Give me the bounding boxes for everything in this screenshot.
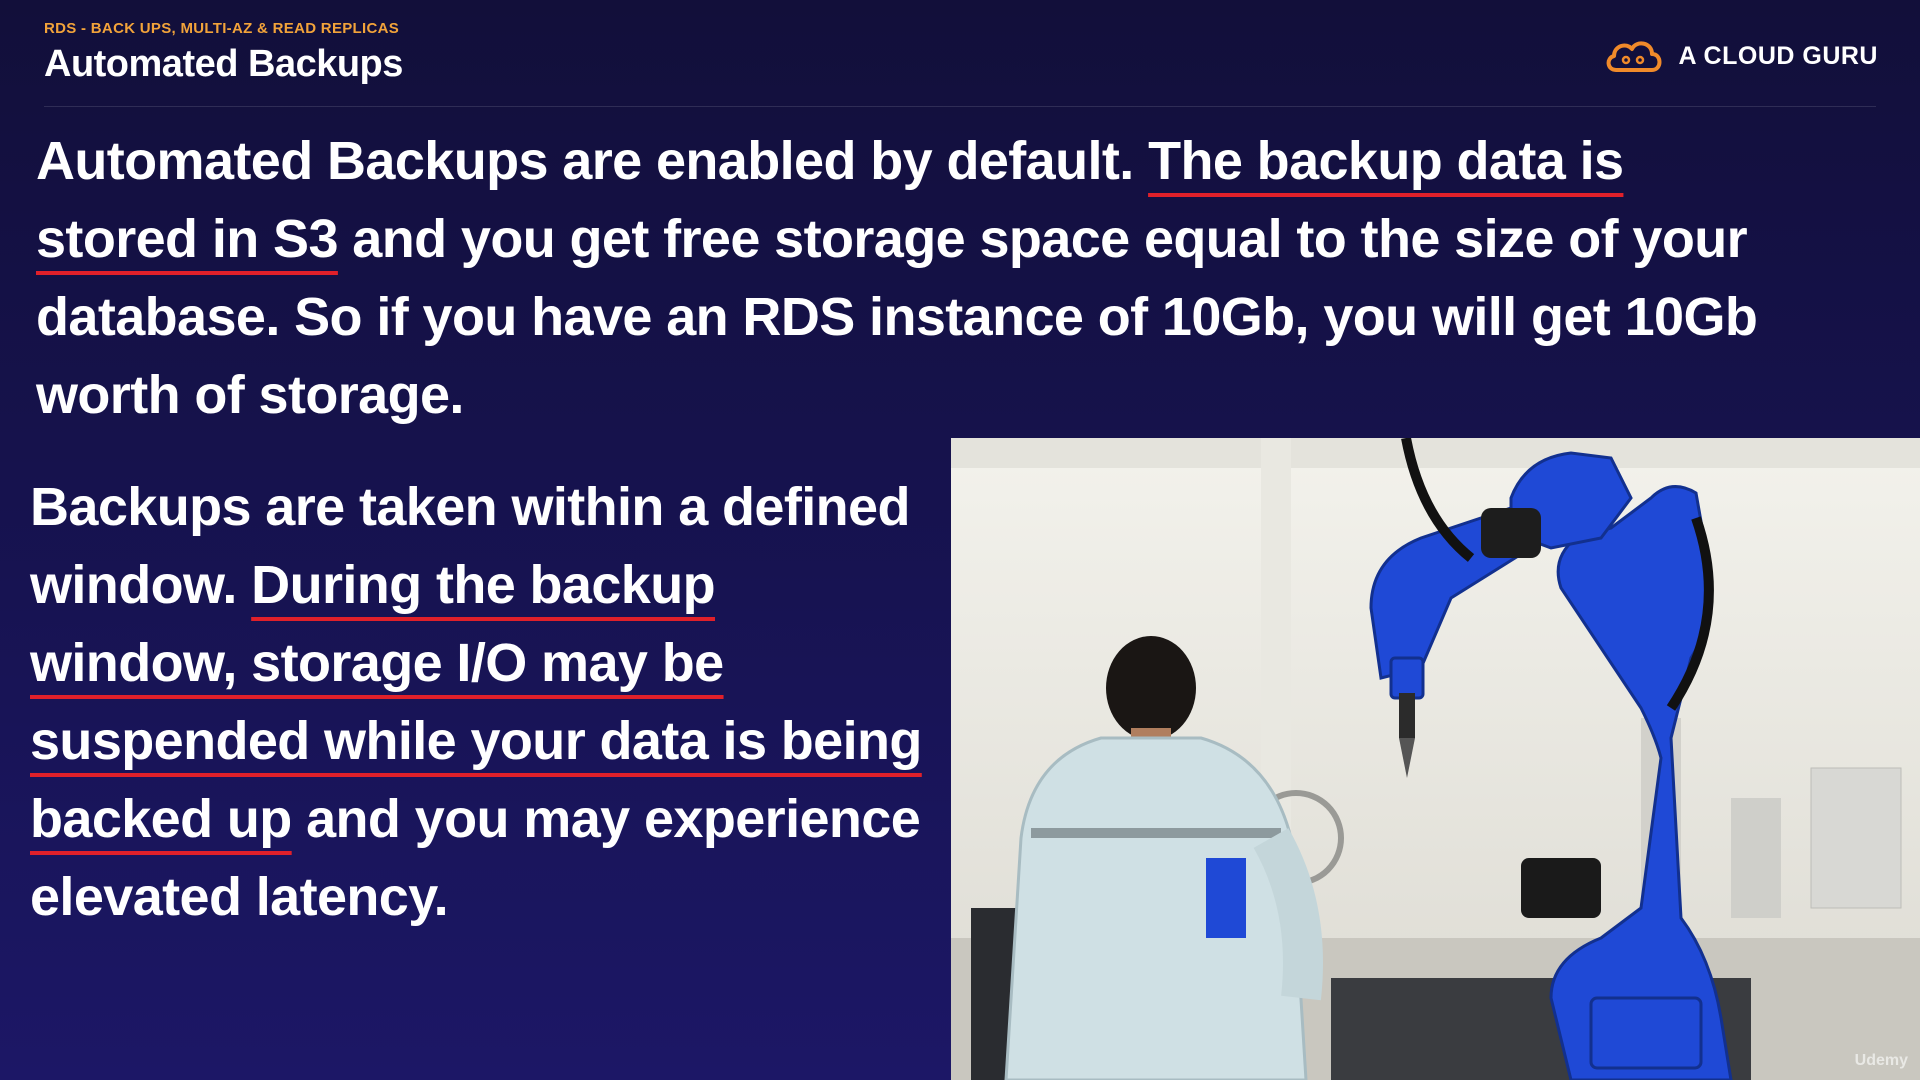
paragraph-text: Backups are taken within a defined windo… — [30, 477, 910, 615]
paragraph-backups-storage: Automated Backups are enabled by default… — [36, 122, 1776, 434]
brand-name: A CLOUD GURU — [1678, 41, 1878, 70]
underlined-phrase: During the backup window, storage I/O ma… — [30, 555, 922, 849]
header-divider — [44, 106, 1876, 107]
slide-header: RDS - BACK UPS, MULTI-AZ & READ REPLICAS… — [44, 20, 403, 86]
underlined-phrase: The backup data is stored in S3 — [36, 131, 1624, 269]
udemy-watermark: Udemy — [1854, 1052, 1908, 1069]
section-kicker: RDS - BACK UPS, MULTI-AZ & READ REPLICAS — [44, 20, 400, 37]
robot-arm-photo: Udemy — [951, 438, 1920, 1080]
paragraph-text: Automated Backups are enabled by default… — [36, 131, 1149, 191]
paragraph-text: and you may experience elevated latency. — [30, 789, 921, 927]
paragraph-text: and you get free storage space equal to … — [36, 209, 1758, 425]
brand-logo: A CLOUD GURU — [1602, 36, 1878, 76]
slide-title: Automated Backups — [44, 43, 403, 85]
cloud-icon — [1607, 41, 1662, 72]
paragraph-backup-window: Backups are taken within a defined windo… — [30, 468, 930, 936]
